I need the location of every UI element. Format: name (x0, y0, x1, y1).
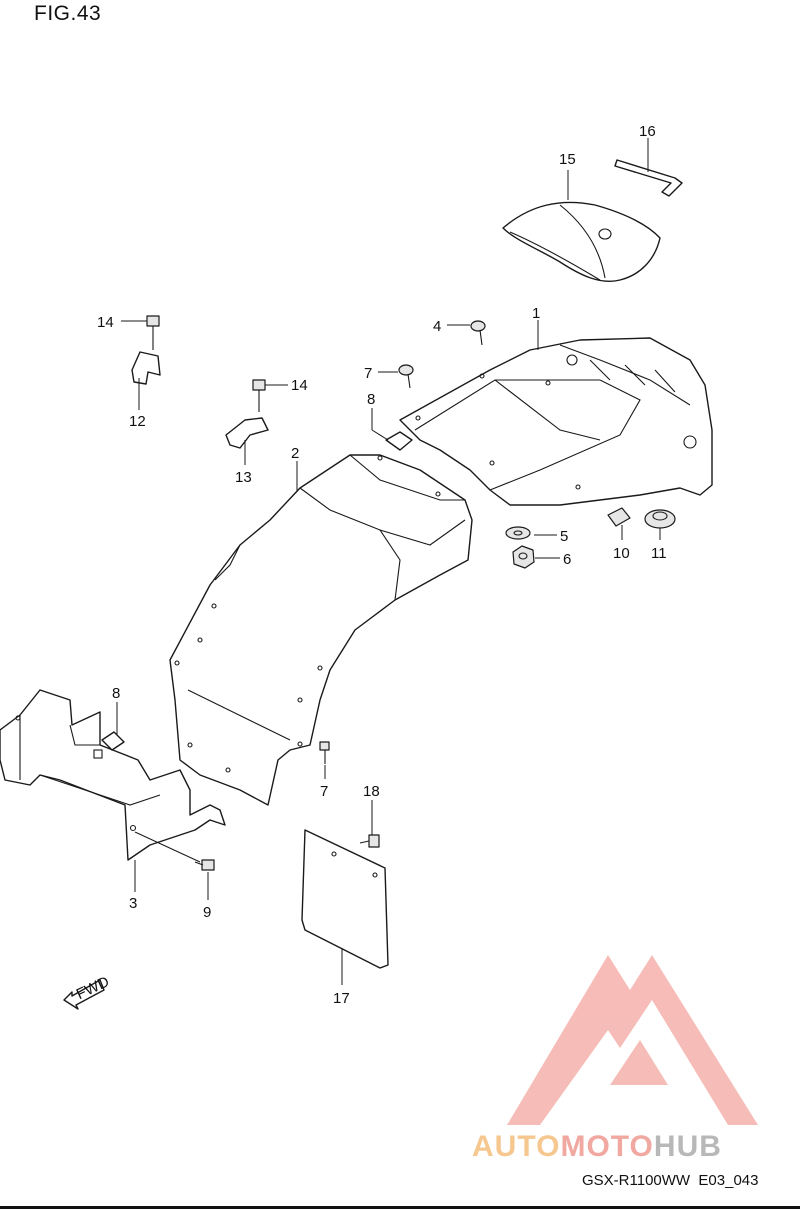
cushion-10-icon (607, 507, 631, 527)
fwd-label: FWD (74, 973, 112, 1003)
screw-7-upper-icon (398, 364, 414, 389)
watermark-brand: AUTOMOTOHUB (472, 1130, 722, 1164)
figure-title: FIG.43 (34, 2, 102, 25)
callout-7-upper: 7 (364, 365, 372, 382)
watermark-logo-icon (507, 955, 758, 1125)
leader-lines (116, 138, 661, 985)
footer-code: GSX-R1100WW E03_043 (582, 1172, 758, 1189)
callout-3: 3 (129, 895, 137, 912)
nut-6-icon (512, 545, 535, 569)
callout-17: 17 (333, 990, 350, 1007)
callout-16: 16 (639, 123, 656, 140)
part-17-license-plate (301, 829, 389, 969)
callout-11: 11 (651, 545, 667, 562)
bolt-18-icon (359, 834, 380, 848)
screw-9-icon (194, 859, 215, 871)
part-8-clip-upper (385, 431, 413, 451)
part-3-license-bracket (0, 689, 226, 861)
callout-15: 15 (559, 151, 576, 168)
callout-12: 12 (129, 413, 146, 430)
brand-moto: MOTO (560, 1130, 654, 1163)
callout-18: 18 (363, 783, 380, 800)
washer-5-icon (505, 526, 531, 540)
screw-4-icon (470, 320, 486, 346)
bolt-14-upper-left-icon (146, 315, 160, 350)
callout-9: 9 (203, 904, 211, 921)
callout-4: 4 (433, 318, 441, 335)
grommet-11-icon (644, 509, 676, 529)
callout-8-lower: 8 (112, 685, 120, 702)
callout-14-upper: 14 (97, 314, 114, 331)
callout-13: 13 (235, 469, 252, 486)
footer-figure-code: E03_043 (698, 1172, 759, 1189)
brand-hub: HUB (653, 1130, 722, 1163)
fwd-arrow-icon: FWD (63, 973, 112, 1010)
callout-5: 5 (560, 528, 568, 545)
callout-2: 2 (291, 445, 299, 462)
part-13-bracket (225, 417, 269, 449)
footer-model: GSX-R1100WW (582, 1172, 691, 1189)
part-15-seat-cover (502, 201, 661, 282)
brand-auto: AUTO (472, 1130, 561, 1163)
part-12-bracket (131, 351, 161, 385)
bottom-rule (0, 1206, 800, 1209)
part-2-rear-fender-lower (169, 454, 473, 806)
bolt-14-lower-icon (252, 379, 266, 412)
callout-8-upper: 8 (367, 391, 375, 408)
callout-14-lower: 14 (291, 377, 308, 394)
screw-7-lower-icon (319, 741, 330, 764)
callout-1: 1 (532, 305, 540, 322)
callout-6: 6 (563, 551, 571, 568)
part-1-rear-fender-upper (399, 337, 713, 506)
part-16-tool (614, 159, 683, 197)
part-8-clip-lower (101, 731, 125, 751)
callout-10: 10 (613, 545, 630, 562)
callout-7-lower: 7 (320, 783, 328, 800)
